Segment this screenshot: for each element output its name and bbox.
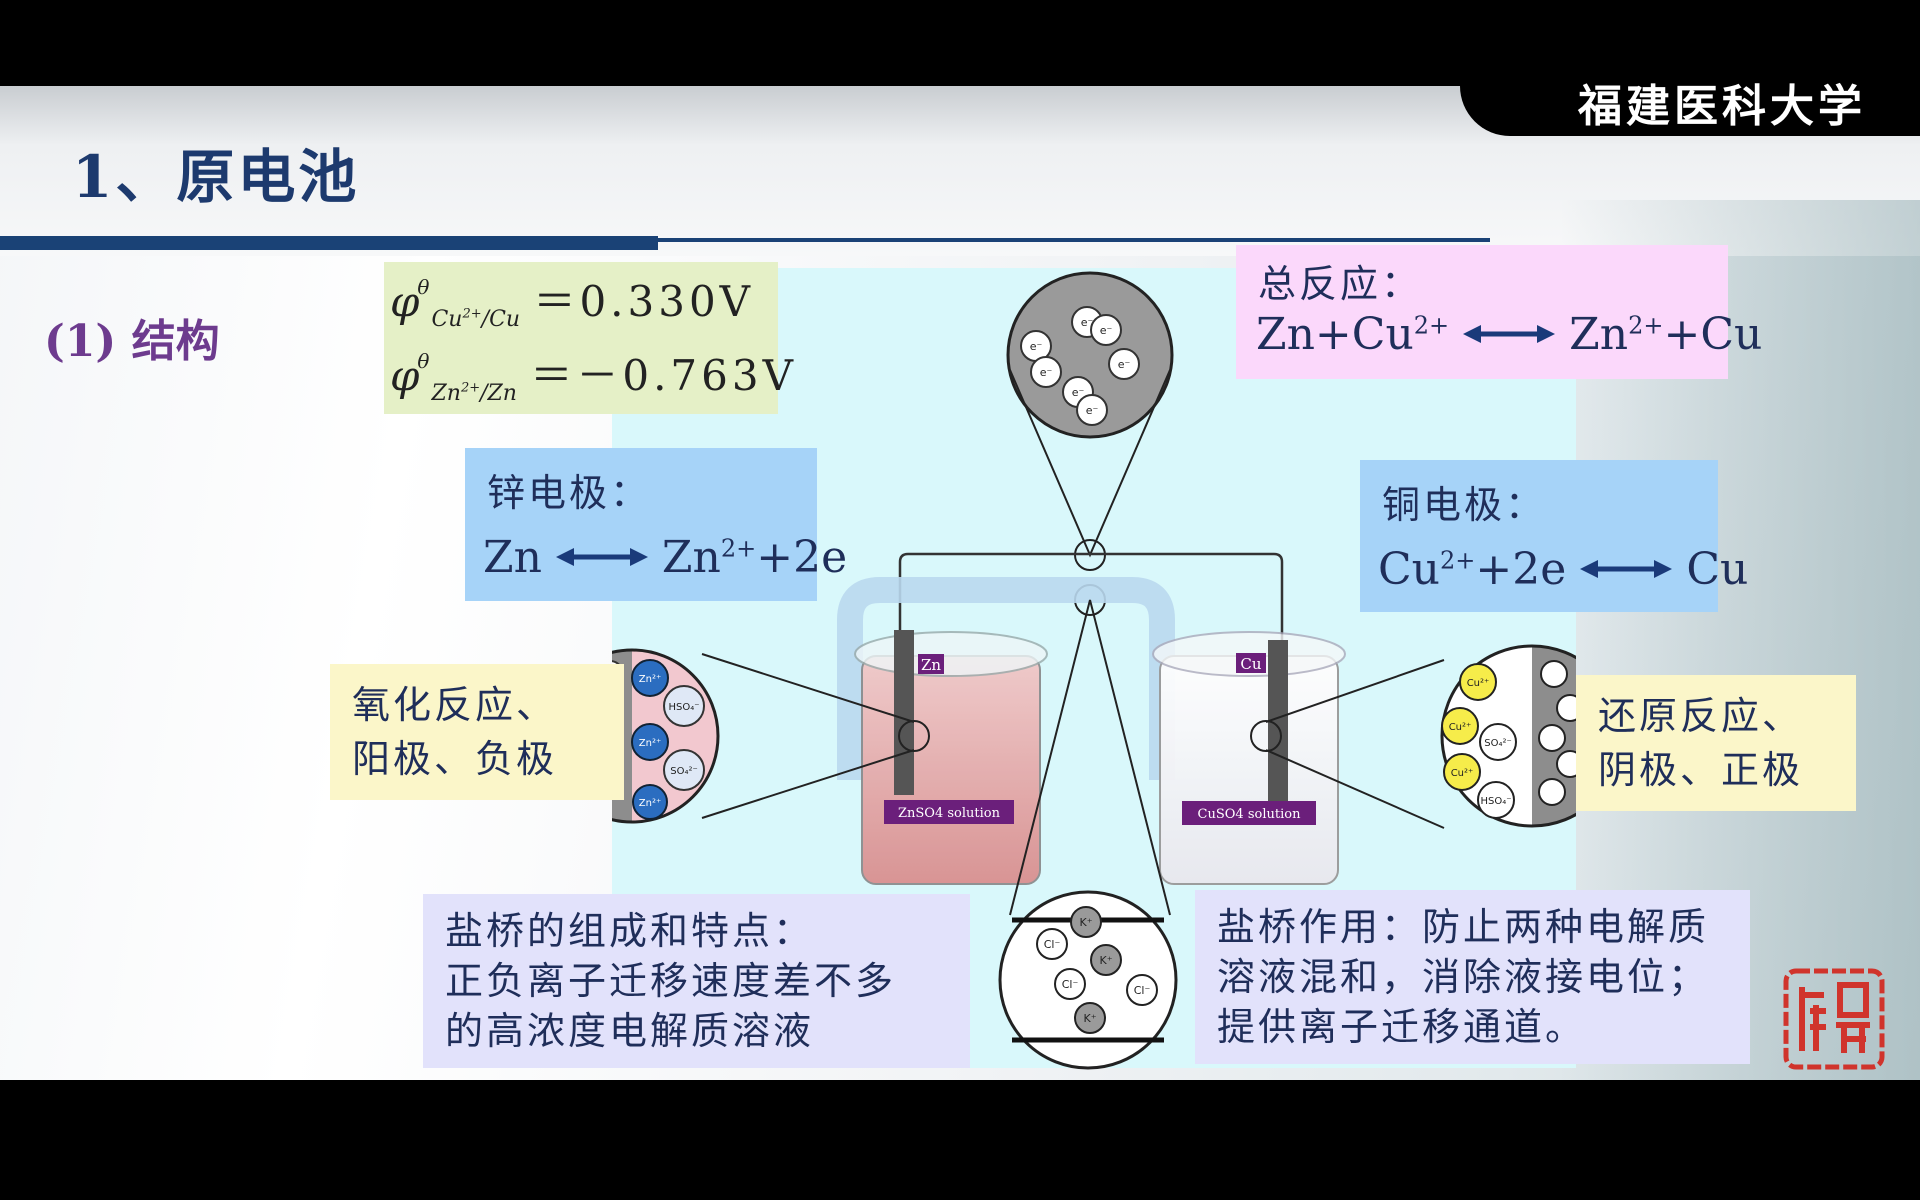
college-logo-text: 福建医科大学 [1578, 81, 1866, 132]
oxidation-note: 氧化反应、 阳极、负极 [330, 664, 624, 800]
composition-line-2: 正负离子迁移速度差不多 [445, 959, 897, 1003]
zn-potential: φθZn2+/Zn ＝－0.763V [390, 349, 797, 406]
double-arrow-icon [1463, 324, 1556, 343]
reduction-line-1: 还原反应、 [1598, 694, 1804, 738]
so4-label: SO₄²⁻ [670, 766, 698, 777]
function-line-2: 溶液混和，消除液接电位； [1217, 955, 1710, 999]
total-reaction-equation: Zn+Cu2+ Zn2++Cu [1256, 309, 1763, 360]
cu-solution-label: CuSO4 solution [1198, 807, 1302, 822]
cl-ion-label: Cl⁻ [1134, 984, 1151, 997]
double-arrow-icon [555, 547, 648, 566]
electron-label: e⁻ [1081, 316, 1094, 329]
title-rule-thin [658, 238, 1490, 242]
reduction-note: 还原反应、 阴极、正极 [1576, 675, 1856, 811]
wire-electron-zoom: e⁻ e⁻ e⁻ e⁻ e⁻ e⁻ e⁻ [1006, 271, 1174, 439]
function-line-3: 提供离子迁移通道。 [1217, 1005, 1587, 1049]
cu-ion-label: Cu²⁺ [1449, 722, 1472, 733]
function-line-1: 盐桥作用：防止两种电解质 [1217, 905, 1710, 949]
zinc-electrode-equation: Zn Zn2++2e [483, 532, 848, 583]
zn-solution-label: ZnSO4 solution [898, 806, 1001, 821]
standard-potentials-box: φθCu2+/Cu ＝0.330V φθZn2+/Zn ＝－0.763V [384, 262, 793, 414]
electron-label: e⁻ [1040, 366, 1053, 379]
k-ion-label: K⁺ [1083, 1012, 1096, 1025]
so4-label: SO₄²⁻ [1484, 738, 1512, 749]
bottom-letterbox [0, 1080, 1920, 1200]
cu-potential: φθCu2+/Cu ＝0.330V [390, 275, 755, 332]
salt-bridge-function-note: 盐桥作用：防止两种电解质 溶液混和，消除液接电位； 提供离子迁移通道。 [1195, 890, 1750, 1064]
header-corner [1460, 86, 1920, 136]
hso4-label: HSO₄⁻ [1480, 796, 1511, 807]
hso4-label: HSO₄⁻ [668, 702, 699, 713]
zinc-zoom-circle: Zn²⁺ Zn²⁺ Zn²⁺ HSO₄⁻ SO₄²⁻ [612, 648, 720, 824]
zn-ion-label: Zn²⁺ [639, 738, 661, 749]
electron-label: e⁻ [1100, 324, 1113, 337]
zn-electrode-label: Zn [921, 656, 941, 674]
copper-electrode-equation: Cu2++2e Cu [1378, 544, 1749, 595]
k-ion-label: K⁺ [1099, 954, 1112, 967]
zn-ion-label: Zn²⁺ [639, 798, 661, 809]
electron-label: e⁻ [1118, 358, 1131, 371]
copper-electrode-box: 铜电极： Cu2++2e Cu [1360, 460, 1748, 612]
slide-title: 1、原电池 [72, 143, 360, 211]
composition-line-1: 盐桥的组成和特点： [445, 909, 815, 953]
electron-label: e⁻ [1030, 340, 1043, 353]
copper-zoom-circle: Cu²⁺ Cu²⁺ Cu²⁺ SO₄²⁻ HSO₄⁻ [1440, 644, 1576, 828]
seal-stamp-icon [1783, 968, 1885, 1070]
cl-ion-label: Cl⁻ [1044, 938, 1061, 951]
salt-bridge-composition-note: 盐桥的组成和特点： 正负离子迁移速度差不多 的高浓度电解质溶液 [423, 894, 970, 1068]
reduction-line-2: 阴极、正极 [1598, 748, 1804, 792]
zinc-electrode-box: 锌电极： Zn Zn2++2e [465, 448, 847, 601]
k-ion-label: K⁺ [1079, 916, 1092, 929]
cu-electrode-label: Cu [1240, 655, 1261, 673]
electron-label: e⁻ [1072, 386, 1085, 399]
copper-beaker: Cu CuSO4 solution [1152, 631, 1346, 885]
zinc-beaker: Zn ZnSO4 solution [854, 630, 1048, 885]
section-subheading: (1) 结构 [44, 316, 220, 367]
cu-ion-label: Cu²⁺ [1451, 768, 1474, 779]
salt-bridge-zoom-circle: K⁺ K⁺ K⁺ Cl⁻ Cl⁻ Cl⁻ [998, 890, 1178, 1070]
cl-ion-label: Cl⁻ [1062, 978, 1079, 991]
zn-ion-label: Zn²⁺ [639, 674, 661, 685]
composition-line-3: 的高浓度电解质溶液 [445, 1009, 815, 1053]
oxidation-line-1: 氧化反应、 [352, 683, 558, 727]
cu-ion-label: Cu²⁺ [1467, 678, 1490, 689]
total-reaction-box: 总反应： Zn+Cu2+ Zn2++Cu [1236, 245, 1762, 379]
title-rule-thick [0, 236, 658, 250]
zinc-electrode-label: 锌电极： [487, 471, 652, 515]
total-reaction-label: 总反应： [1258, 262, 1423, 306]
double-arrow-icon [1580, 559, 1673, 578]
oxidation-line-2: 阳极、负极 [352, 737, 558, 781]
copper-electrode-label: 铜电极： [1382, 483, 1547, 527]
electron-label: e⁻ [1086, 404, 1099, 417]
galvanic-cell-diagram: e⁻ e⁻ e⁻ e⁻ e⁻ e⁻ e⁻ Zn ZnSO4 solution C… [612, 271, 1576, 1070]
